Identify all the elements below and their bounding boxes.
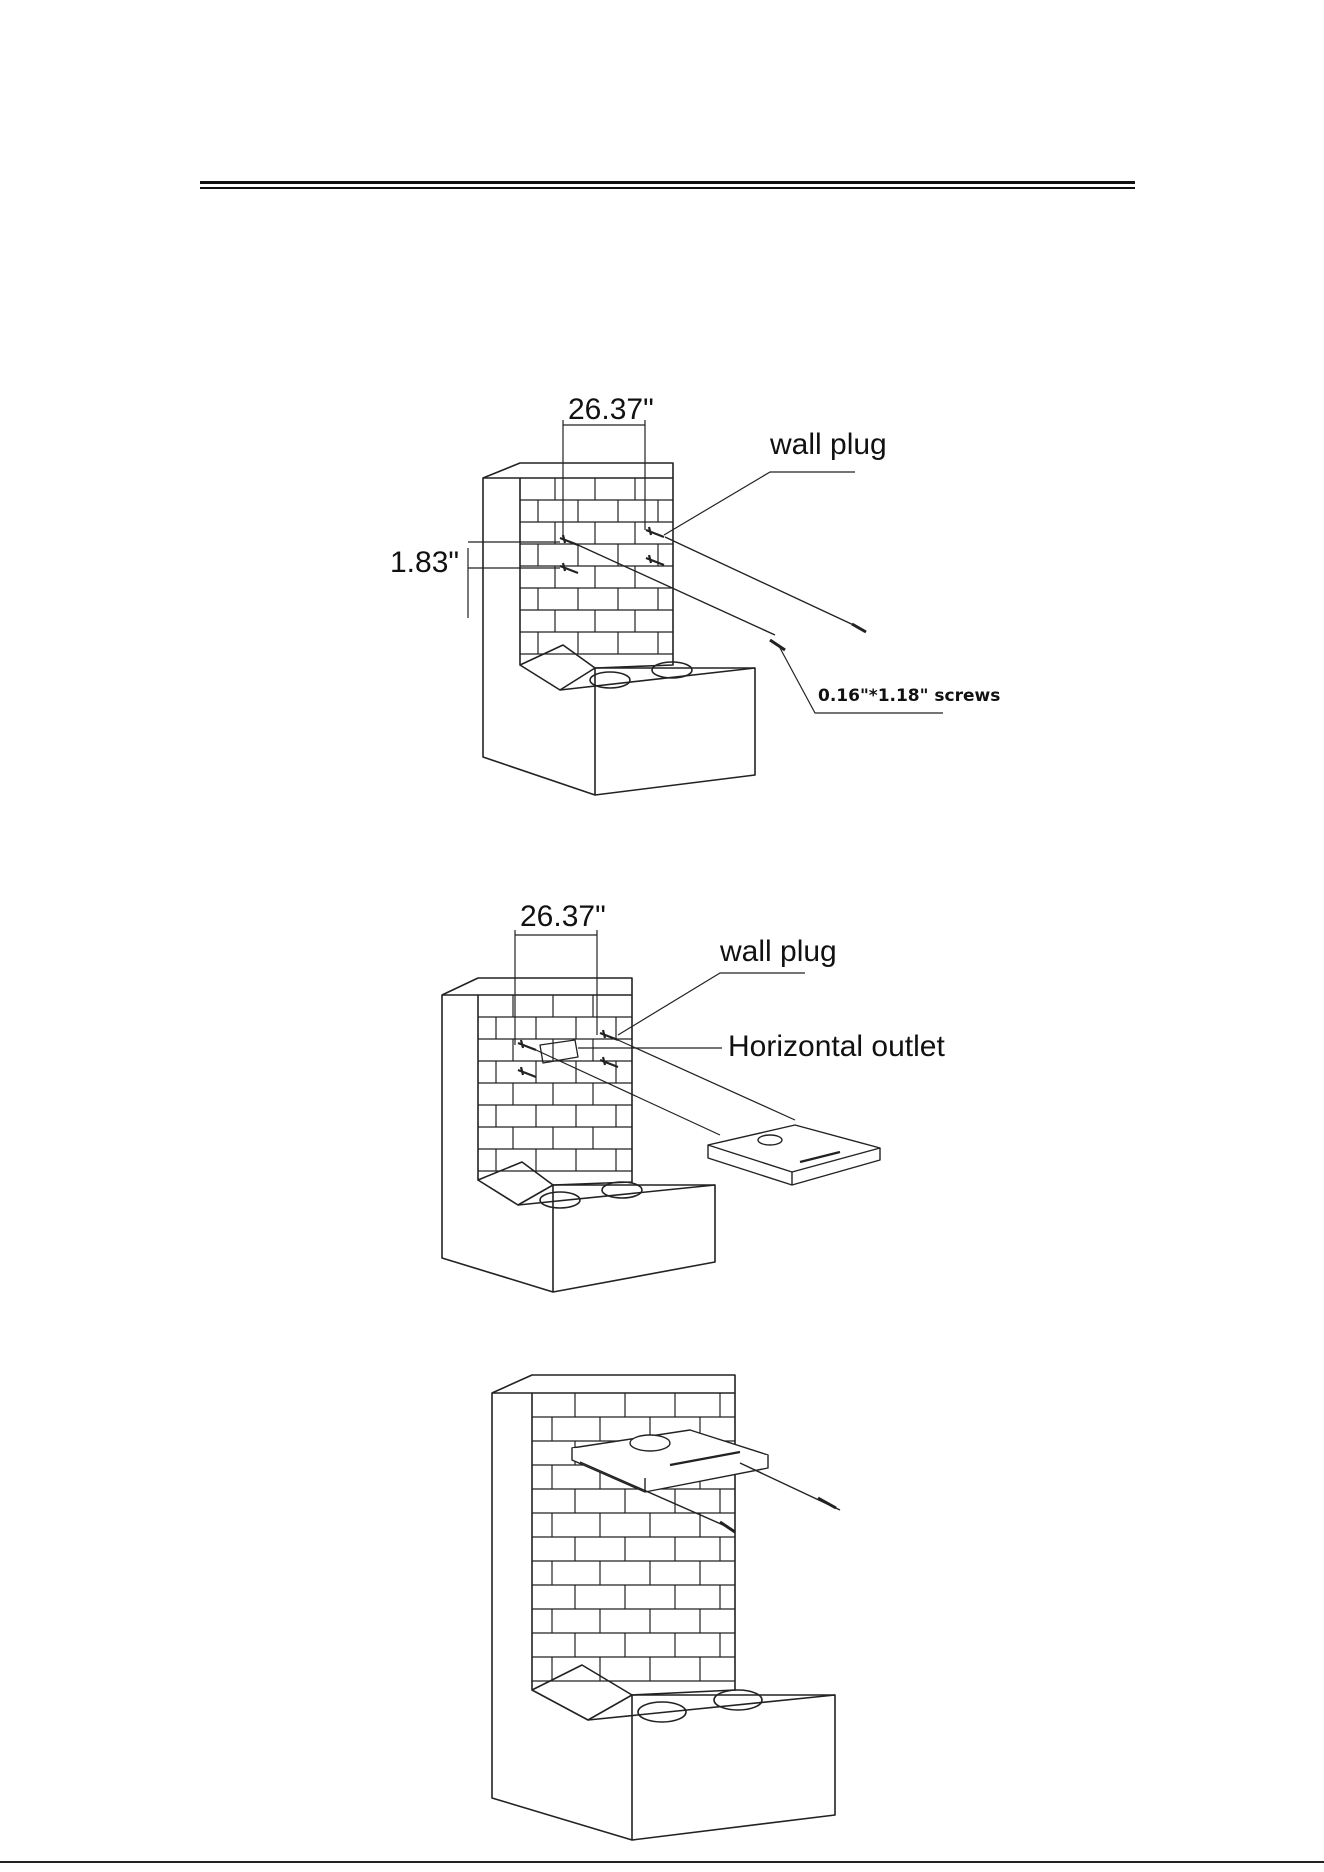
footer-rule (0, 1861, 1324, 1863)
figure-3-range-hood (572, 1430, 768, 1492)
